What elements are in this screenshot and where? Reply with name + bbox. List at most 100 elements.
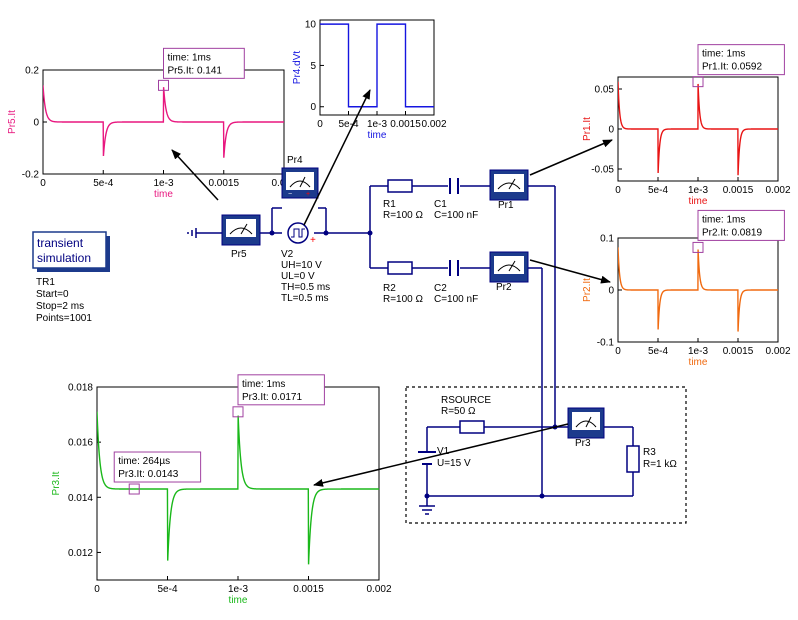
data-marker[interactable] [232, 406, 244, 418]
label-rsource-name: RSOURCE [441, 395, 491, 406]
meter-icon [575, 420, 597, 428]
label-r1-value: R=100 Ω [383, 210, 424, 221]
arrow-pr2-chart [529, 259, 611, 284]
x-tick-label: 1e-3 [228, 584, 248, 595]
probe-pr5[interactable] [221, 214, 261, 246]
probe-pr1[interactable] [489, 169, 529, 201]
marker-time: time: 1ms [168, 52, 211, 63]
label-v2-ul: UL=0 V [281, 271, 315, 282]
sim-name: TR1 [36, 277, 55, 288]
x-tick-label: 1e-3 [153, 178, 173, 189]
y-tick-label: 10 [305, 20, 317, 31]
junction-v1 [424, 493, 430, 499]
label-pr4: Pr4 [287, 155, 303, 166]
probe-pr2[interactable] [489, 251, 529, 283]
label-r3-value: R=1 kΩ [643, 459, 677, 470]
label-v1-name: V1 [437, 446, 450, 457]
marker-label-box [237, 374, 325, 406]
y-axis-label: Pr3.It [51, 471, 62, 495]
x-tick-label: 5e-4 [648, 346, 668, 357]
y-tick-label: 0 [608, 125, 614, 136]
x-tick-label: 0.0015 [723, 185, 754, 196]
capacitor-c2[interactable] [449, 260, 459, 276]
junction-pr4-left [269, 230, 275, 236]
marker-label-box [113, 451, 202, 483]
marker-value: Pr3.It: 0.0143 [118, 469, 178, 480]
x-tick-label: 0.0015 [723, 346, 754, 357]
series-line [320, 23, 434, 108]
meter-icon [497, 264, 521, 272]
x-tick-label: 5e-4 [157, 584, 177, 595]
x-tick-label: 0.0015 [293, 584, 324, 595]
meter-icon [497, 182, 521, 190]
arrow-pr4-chart [303, 89, 371, 226]
source-v1[interactable] [418, 451, 436, 465]
label-c1-name: C1 [434, 199, 447, 210]
needle-icon [299, 176, 306, 188]
label-v2-name: V2 [281, 249, 294, 260]
x-tick-label: 0.0015 [390, 119, 421, 130]
label-pr2: Pr2 [496, 282, 512, 293]
v2-plus-sign: + [310, 235, 316, 246]
y-tick-label: 0.014 [68, 493, 93, 504]
x-axis-label: time [368, 130, 387, 141]
x-tick-label: 5e-4 [648, 185, 668, 196]
data-marker[interactable] [128, 483, 140, 495]
x-tick-label: 1e-3 [688, 185, 708, 196]
y-tick-label: 0.012 [68, 548, 93, 559]
transient-simulation-block[interactable]: transient simulation [32, 231, 110, 272]
sim-start: Start=0 [36, 289, 69, 300]
resistor-r1[interactable] [387, 179, 413, 193]
resistor-rsource[interactable] [459, 420, 485, 434]
x-tick-label: 0.002 [765, 346, 790, 357]
marker-time: time: 1ms [242, 379, 285, 390]
probe-arrows [171, 89, 613, 487]
y-tick-label: -0.2 [22, 170, 40, 181]
label-rsource-value: R=50 Ω [441, 406, 476, 417]
resistor-r3[interactable] [626, 445, 640, 473]
junctions [269, 230, 558, 499]
y-axis-label: Pr2.It [582, 278, 593, 302]
x-tick-label: 5e-4 [338, 119, 358, 130]
marker-time: time: 264µs [118, 456, 170, 467]
marker-label-box [163, 47, 245, 79]
y-tick-label: -0.1 [597, 338, 615, 349]
marker-time: time: 1ms [702, 214, 745, 225]
source-subcircuit-box [405, 386, 687, 524]
data-marker[interactable] [692, 241, 704, 253]
data-marker[interactable] [692, 76, 704, 88]
junction-pr4-right [323, 230, 329, 236]
needle-icon [240, 223, 248, 235]
needle-icon [508, 178, 516, 190]
source-v2[interactable]: + [287, 222, 316, 246]
needle-icon [585, 416, 592, 428]
label-r3-name: R3 [643, 447, 656, 458]
probe-pr3[interactable] [567, 407, 605, 439]
chart-pr5[interactable]: 05e-41e-30.00150.002-0.200.2timePr5.Itti… [7, 47, 297, 200]
y-tick-label: 0.2 [25, 66, 39, 77]
data-marker[interactable] [158, 79, 169, 91]
marker-label-box [697, 209, 785, 241]
junction-node [367, 230, 373, 236]
resistor-r2[interactable] [387, 261, 413, 275]
x-axis-label: time [229, 595, 248, 606]
x-axis-label: time [154, 189, 173, 200]
x-axis-label: time [689, 357, 708, 368]
marker-label-box [697, 44, 785, 76]
plus-sign: + [306, 191, 310, 198]
capacitor-c1[interactable] [449, 178, 459, 194]
sim-stop: Stop=2 ms [36, 301, 84, 312]
probe-pr4[interactable]: − + [281, 167, 319, 199]
sim-box-line2: simulation [37, 251, 91, 265]
label-c2-value: C=100 nF [434, 294, 478, 305]
label-v1-value: U=15 V [437, 458, 471, 469]
needle-icon [508, 260, 516, 272]
y-tick-label: -0.05 [591, 165, 614, 176]
label-c1-value: C=100 nF [434, 210, 478, 221]
minus-sign: − [288, 191, 292, 198]
y-axis-label: Pr4.dVt [292, 51, 303, 85]
